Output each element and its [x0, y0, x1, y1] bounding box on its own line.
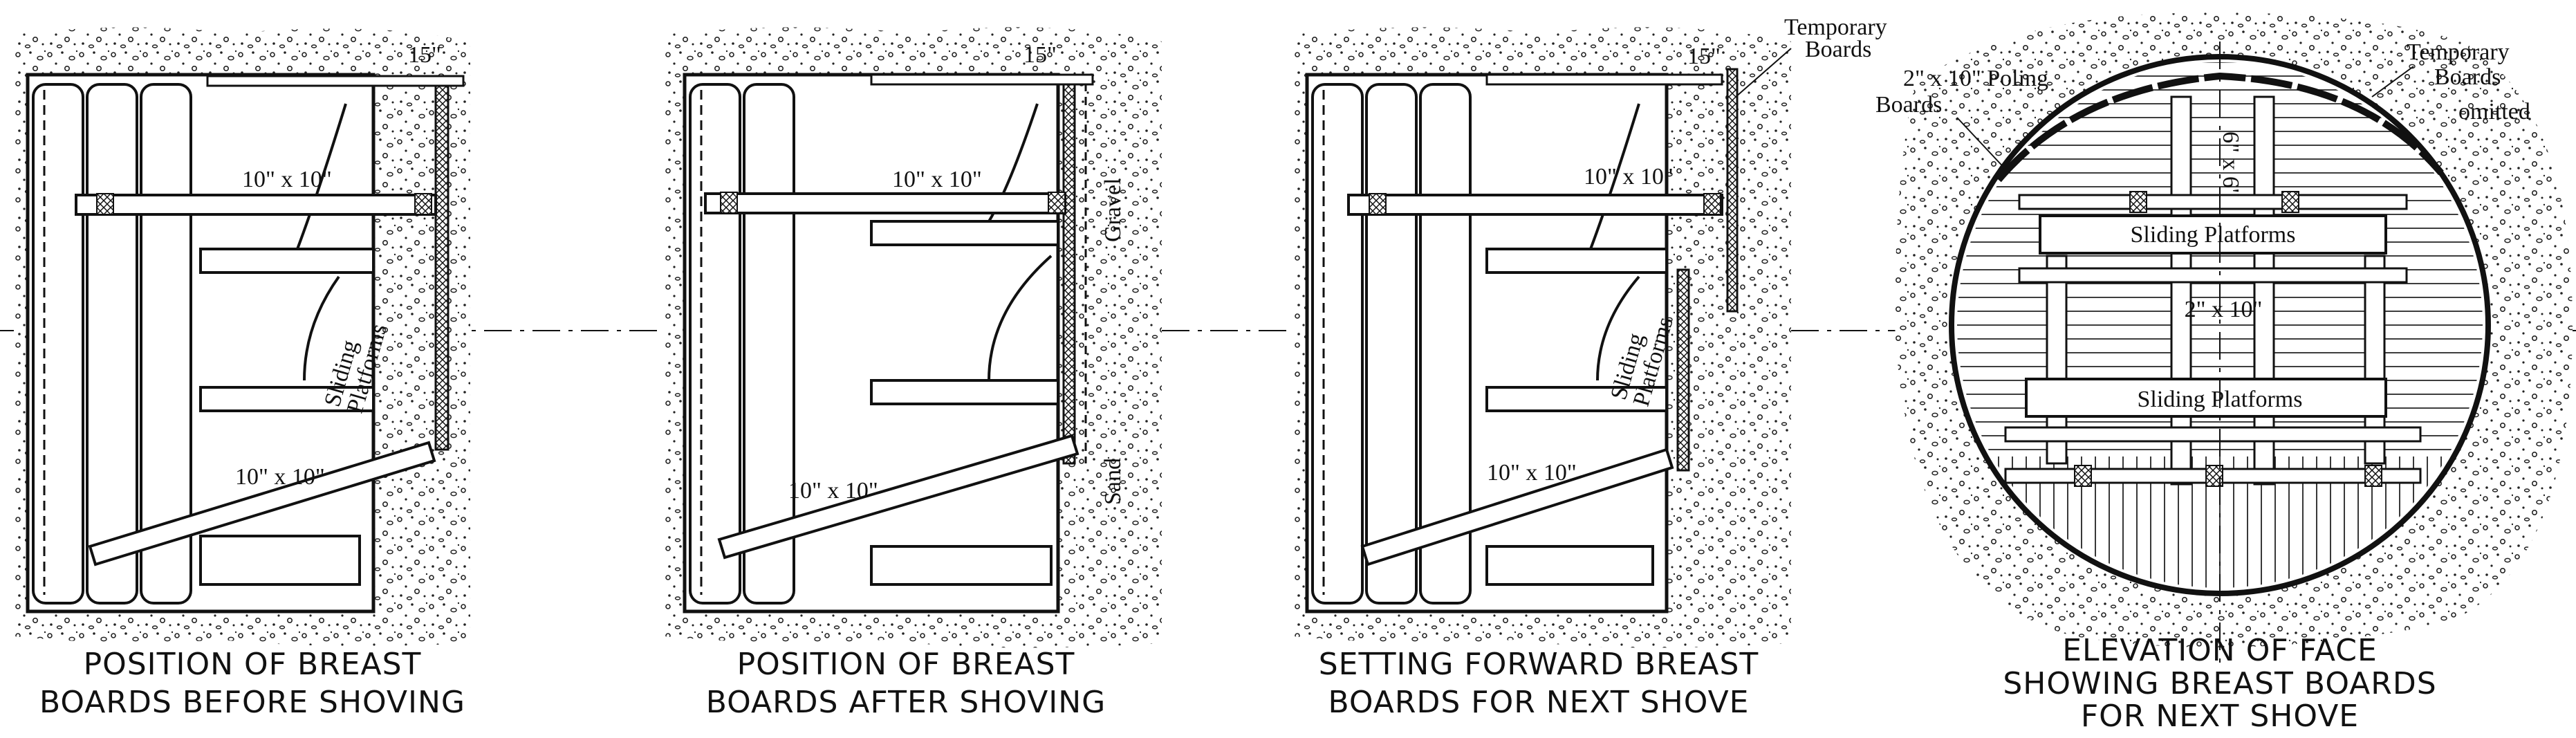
caption-panel1-line1: POSITION OF BREAST: [84, 647, 422, 682]
temporary-label-line2: Boards: [1805, 37, 1871, 62]
breast-board-column: [434, 82, 450, 451]
board-2x10-label: 2" x 10": [2185, 297, 2263, 322]
roof-plate: [206, 75, 465, 87]
timber-upper: [75, 194, 437, 216]
shield-tail-cell: [32, 83, 84, 605]
poling-boards: [1996, 72, 2444, 183]
wale: [2004, 426, 2422, 443]
timber-lower-label: 10" x 10": [1487, 460, 1577, 486]
lower-step: [870, 545, 1053, 586]
timber-upper: [1347, 194, 1723, 216]
wedge-block: [1703, 193, 1721, 215]
caption-panel3-line2: BOARDS FOR NEXT SHOVE: [1328, 685, 1750, 720]
platform-slide-curve: [1589, 103, 1640, 381]
lower-platform: [1485, 386, 1668, 412]
timber-upper: [704, 192, 1066, 214]
sliding-platforms-lower-label: Sliding Platforms: [2138, 387, 2303, 412]
post: [2253, 95, 2275, 486]
wedge-block: [1048, 192, 1066, 214]
caption-panel3-line1: SETTING FORWARD BREAST: [1319, 647, 1759, 682]
sliding-platform-lower: [2025, 378, 2387, 418]
caption-panel1-line2: BOARDS BEFORE SHOVING: [39, 685, 465, 720]
roof-plate: [1485, 73, 1723, 86]
upper-platform: [870, 220, 1059, 246]
lower-platform: [199, 386, 375, 412]
poling-label-line1: 2" x 10" Poling: [1903, 66, 2048, 91]
sliding-platforms-upper-label: Sliding Platforms: [2131, 222, 2296, 248]
temporary-omitted-line1: Temporary: [2407, 39, 2510, 65]
shield-tail-cell: [689, 83, 741, 605]
caption-panel4-line2: SHOWING BREAST BOARDS: [2003, 666, 2436, 701]
timber-upper-label: 10" x 10": [892, 167, 982, 192]
post: [2170, 95, 2192, 486]
dim-15-label: 15": [408, 42, 441, 68]
temporary-omitted-line3: omitted: [2458, 99, 2530, 124]
timber-lower-label: 10" x 10": [788, 478, 878, 504]
timber-lower: [88, 441, 436, 566]
block: [2364, 465, 2382, 487]
dim-15-label: 15": [1023, 42, 1057, 68]
temporary-omitted-leader: [2371, 66, 2414, 98]
lower-step: [1485, 545, 1654, 586]
temporary-omitted-line2: Boards: [2434, 64, 2501, 90]
roof-plate: [870, 73, 1094, 86]
shield-tail-cell: [86, 83, 138, 605]
temporary-board: [1726, 68, 1739, 313]
shield-tail-cell: [1311, 83, 1364, 605]
temporary-leader: [1735, 48, 1792, 98]
shield-tail-cell: [1365, 83, 1418, 605]
upper-platform: [199, 248, 375, 274]
wale: [2018, 267, 2408, 284]
block: [2129, 191, 2147, 213]
lower-platform: [870, 379, 1059, 405]
panel-elevation-of-face: 2" x 10" Poling Boards Temporary Boards …: [1875, 12, 2573, 664]
poling-leader: [1956, 117, 2010, 174]
panel-setting-forward: 15" Temporary Boards 10" x 10" 10" x 10"…: [1293, 15, 1887, 648]
platform-slide-curve: [296, 103, 347, 381]
block: [2281, 191, 2299, 213]
wedge-block: [414, 193, 432, 215]
lower-step: [199, 535, 361, 586]
wedge-block: [1369, 193, 1387, 215]
caption-panel2-line1: POSITION OF BREAST: [737, 647, 1075, 682]
caption-panel4-line3: FOR NEXT SHOVE: [2081, 699, 2359, 734]
wale: [2018, 194, 2408, 210]
panel-after-shoving: 15" 10" x 10" 10" x 10" Gravel Sand: [664, 27, 1162, 648]
timber-upper-label: 10" x 10": [1584, 164, 1674, 190]
timber-lower: [717, 434, 1079, 560]
breast-board-column: [1062, 75, 1076, 465]
poling-label-line2: Boards: [1875, 92, 1942, 118]
caption-panel4-line1: ELEVATION OF FACE: [2062, 633, 2378, 668]
timber-upper-label: 10" x 10": [242, 167, 332, 192]
wedge-block: [720, 192, 738, 214]
dim-15-label: 15": [1687, 44, 1721, 69]
temporary-label-line1: Temporary: [1784, 15, 1887, 40]
caption-panel2-line2: BOARDS AFTER SHOVING: [706, 685, 1106, 720]
timber-lower-label: 10" x 10": [235, 464, 325, 490]
post-label: 6" x 6": [2218, 131, 2243, 198]
sliding-platform-upper: [2039, 214, 2387, 255]
wedge-block: [96, 193, 114, 215]
sand-label: Sand: [1100, 458, 1126, 505]
upper-platform: [1485, 248, 1668, 274]
breast-board-column: [1676, 268, 1690, 472]
timber-lower: [1360, 448, 1674, 566]
block: [2074, 465, 2092, 487]
gravel-label: Gravel: [1100, 178, 1126, 242]
panel-before-shoving: 15" 10" x 10" 10" x 10" Sliding Platform…: [14, 27, 470, 646]
